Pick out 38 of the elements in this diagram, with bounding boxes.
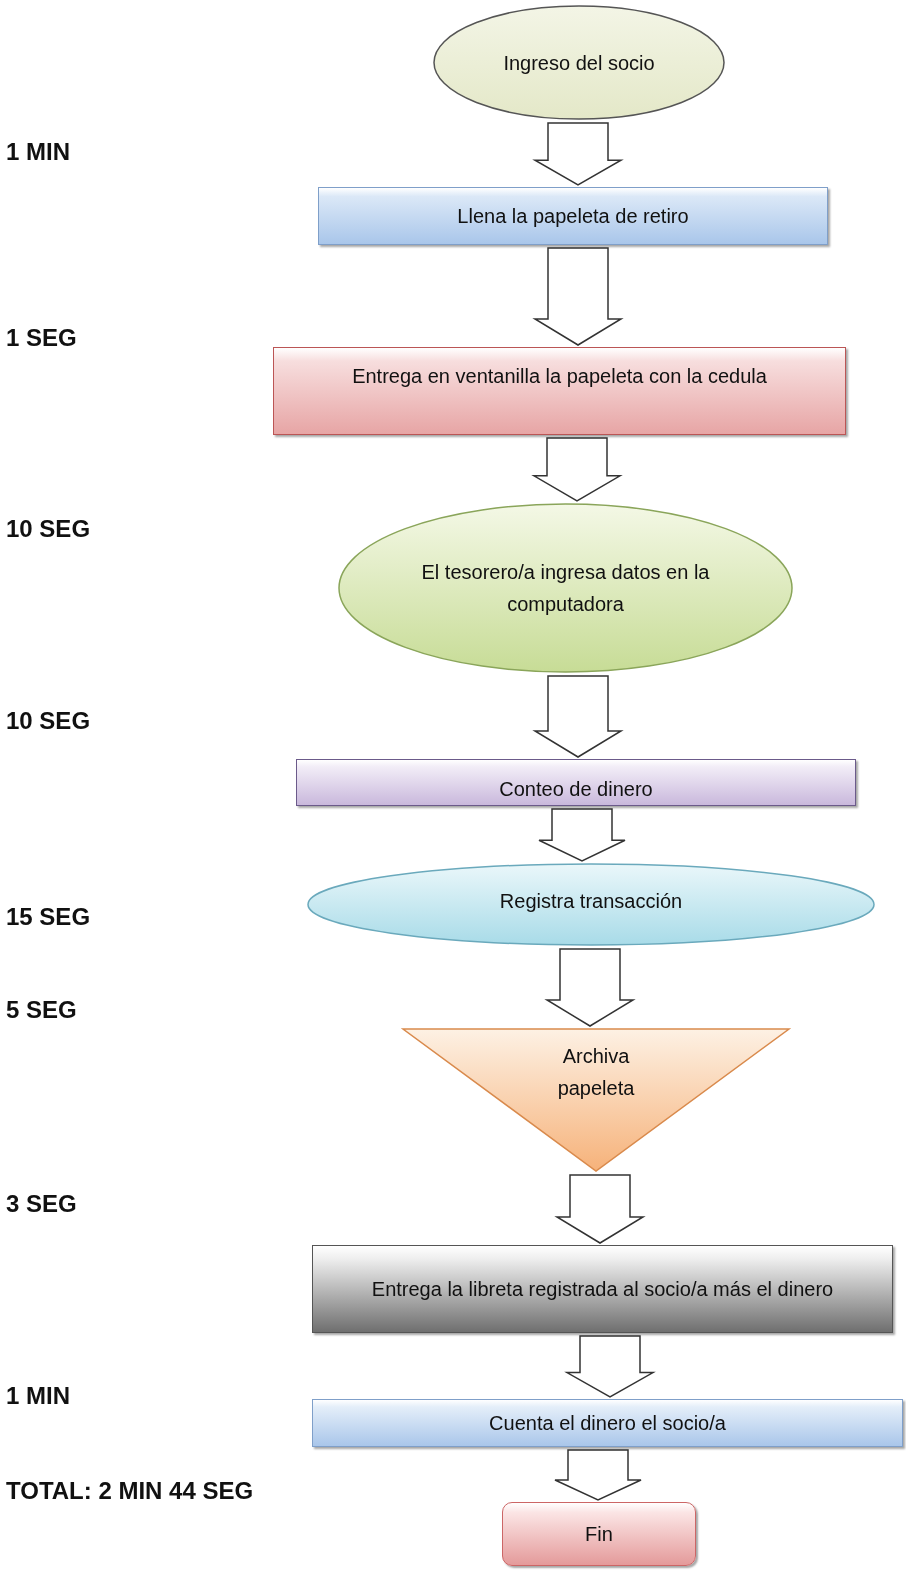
time-label: 1 MIN xyxy=(6,138,70,166)
process-box xyxy=(318,187,828,245)
node-text: El tesorero/a ingresa datos en la computadora xyxy=(420,560,711,617)
block-arrow xyxy=(544,948,636,1027)
time-label: 15 SEG xyxy=(6,903,91,931)
time-label: 5 SEG xyxy=(6,996,77,1024)
end-box xyxy=(502,1502,696,1566)
block-arrow xyxy=(538,808,626,862)
node-text: Cuenta el dinero el socio/a xyxy=(489,1411,726,1436)
block-arrow xyxy=(532,675,624,758)
node-text: Conteo de dinero xyxy=(499,777,653,802)
time-label: 1 SEG xyxy=(6,324,77,352)
process-ellipse xyxy=(433,5,725,120)
block-arrow xyxy=(532,122,624,186)
process-ellipse xyxy=(338,503,793,673)
process-box xyxy=(296,759,856,806)
block-arrow xyxy=(531,437,623,502)
process-box xyxy=(273,347,846,435)
block-arrow xyxy=(554,1449,642,1501)
node-text: Entrega la libreta registrada al socio/a más el dinero xyxy=(371,1277,834,1302)
time-label: 3 SEG xyxy=(6,1190,77,1218)
process-ellipse xyxy=(307,863,875,946)
node-text: Entrega en ventanilla la papeleta con la cedula xyxy=(352,364,767,389)
time-label: TOTAL: 2 MIN 44 SEG xyxy=(6,1477,254,1505)
node-text: Ingreso del socio xyxy=(503,50,655,76)
storage-triangle xyxy=(402,1028,790,1172)
block-arrow xyxy=(564,1335,656,1398)
time-label: 10 SEG xyxy=(6,515,91,543)
time-label: 1 MIN xyxy=(6,1382,70,1410)
node-text: Archiva papeleta xyxy=(556,1044,636,1101)
node-text: Llena la papeleta de retiro xyxy=(457,204,689,229)
time-label: 10 SEG xyxy=(6,707,91,735)
block-arrow xyxy=(554,1174,646,1244)
block-arrow xyxy=(532,247,624,346)
node-text: Fin xyxy=(585,1522,613,1547)
process-box xyxy=(312,1245,893,1333)
process-box xyxy=(312,1399,903,1447)
node-text: Registra transacción xyxy=(499,889,683,914)
